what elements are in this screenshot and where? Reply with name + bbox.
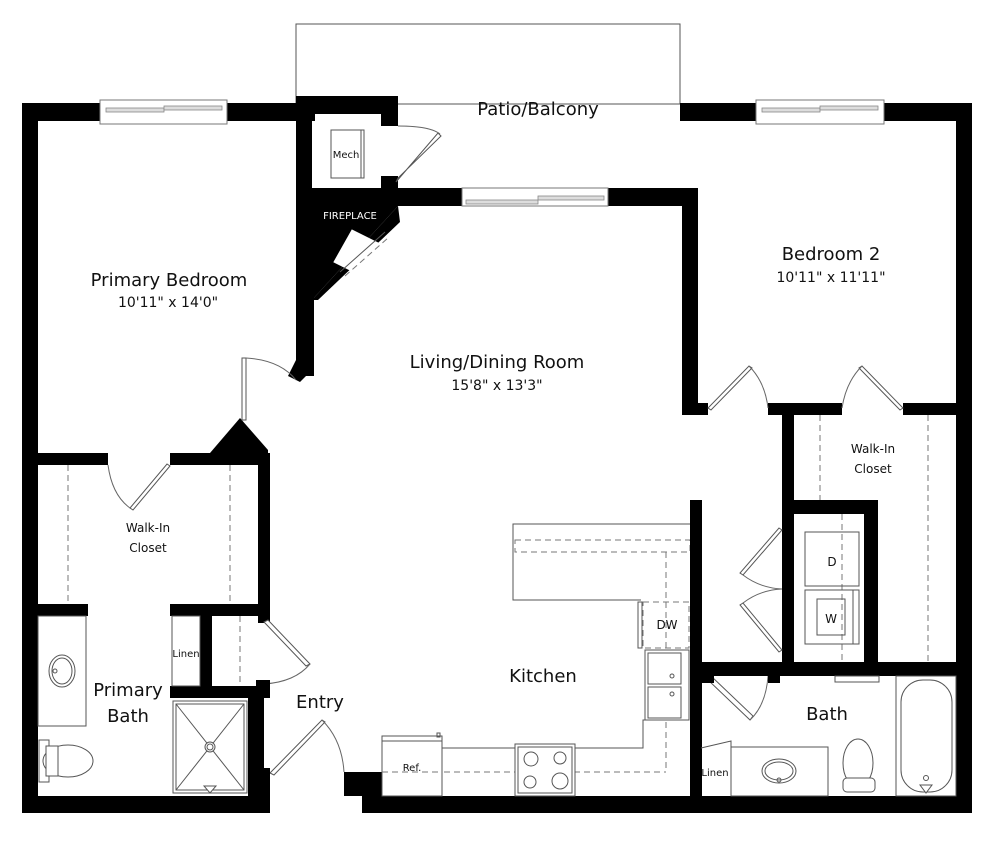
bath-vanity bbox=[730, 746, 829, 797]
bedroom2-dimensions: 10'11" x 11'11" bbox=[776, 270, 885, 286]
kitchen-sink-icon bbox=[644, 649, 690, 721]
sink-icon bbox=[48, 654, 76, 688]
fireplace: FIREPLACE bbox=[288, 206, 400, 382]
kitchen: DW Ref. Kitchen bbox=[381, 523, 691, 797]
laundry-bifold-doors[interactable] bbox=[739, 527, 783, 653]
dryer bbox=[804, 531, 860, 587]
bath: Linen Bath bbox=[700, 665, 957, 797]
room-labels: Primary Bedroom 10'11" x 14'0" Bedroom 2… bbox=[91, 244, 886, 394]
sliding-door-patio[interactable] bbox=[461, 187, 609, 207]
washer-label: W bbox=[825, 612, 837, 626]
front-door[interactable] bbox=[269, 719, 326, 776]
kitchen-label: Kitchen bbox=[509, 666, 577, 687]
primary-bath-line1: Primary bbox=[93, 680, 163, 701]
vanity bbox=[37, 615, 87, 727]
refrigerator-label: Ref. bbox=[403, 763, 422, 774]
primary-bedroom-walls: Walk-In Closet bbox=[22, 357, 297, 796]
range-icon bbox=[514, 743, 576, 797]
walkin-closet-primary-line1: Walk-In bbox=[126, 521, 170, 535]
bath-toilet-icon bbox=[842, 738, 876, 793]
mech-label: Mech bbox=[333, 150, 360, 161]
walkin-closet-primary-line2: Closet bbox=[129, 541, 167, 555]
shower-icon bbox=[172, 700, 248, 794]
walkin-closet-bed2-line1: Walk-In bbox=[851, 442, 895, 456]
mech-unit bbox=[330, 129, 365, 179]
dishwasher-label: DW bbox=[656, 618, 677, 632]
entry-closet-door[interactable] bbox=[263, 619, 311, 667]
toilet-icon bbox=[38, 739, 94, 783]
primary-bedroom-label: Primary Bedroom bbox=[91, 270, 248, 291]
living-dining-dimensions: 15'8" x 13'3" bbox=[451, 378, 542, 394]
entry: Entry bbox=[256, 619, 345, 813]
living-dining-label: Living/Dining Room bbox=[410, 352, 585, 373]
fireplace-label: FIREPLACE bbox=[323, 211, 377, 222]
bedroom2-door[interactable] bbox=[707, 365, 753, 411]
bath-sink-icon bbox=[761, 758, 797, 784]
exterior-walls bbox=[22, 96, 972, 813]
linen-label-bath: Linen bbox=[701, 768, 728, 779]
bedroom2-label: Bedroom 2 bbox=[782, 244, 881, 265]
window-bedroom2 bbox=[755, 99, 885, 125]
bathtub-icon bbox=[895, 675, 957, 797]
bedroom2-closet-door[interactable] bbox=[858, 365, 904, 411]
primary-bedroom-door[interactable] bbox=[241, 357, 247, 421]
linen-closet-primary bbox=[171, 615, 201, 687]
patio-outline bbox=[295, 23, 681, 105]
dishwasher bbox=[642, 601, 690, 649]
primary-bedroom-dimensions: 10'11" x 14'0" bbox=[118, 295, 218, 311]
walkin-closet-bed2-line2: Closet bbox=[854, 462, 892, 476]
bedroom2-walls: Walk-In Closet bbox=[682, 188, 972, 673]
bath-label: Bath bbox=[806, 704, 848, 725]
washer bbox=[804, 589, 860, 645]
primary-closet-door[interactable] bbox=[129, 463, 171, 511]
dryer-label: D bbox=[827, 555, 836, 569]
patio-balcony: Patio/Balcony bbox=[295, 23, 681, 120]
window-primary-bedroom bbox=[99, 99, 228, 125]
mech-closet: Mech bbox=[330, 125, 442, 183]
bath-door[interactable] bbox=[707, 675, 754, 721]
linen-label-primary: Linen bbox=[172, 649, 199, 660]
primary-bath-line2: Bath bbox=[107, 706, 149, 727]
mech-door[interactable] bbox=[395, 132, 442, 183]
refrigerator bbox=[381, 735, 443, 797]
entry-label: Entry bbox=[296, 692, 344, 713]
primary-bath: Linen Primary Bath bbox=[37, 615, 248, 794]
patio-label: Patio/Balcony bbox=[477, 99, 599, 120]
